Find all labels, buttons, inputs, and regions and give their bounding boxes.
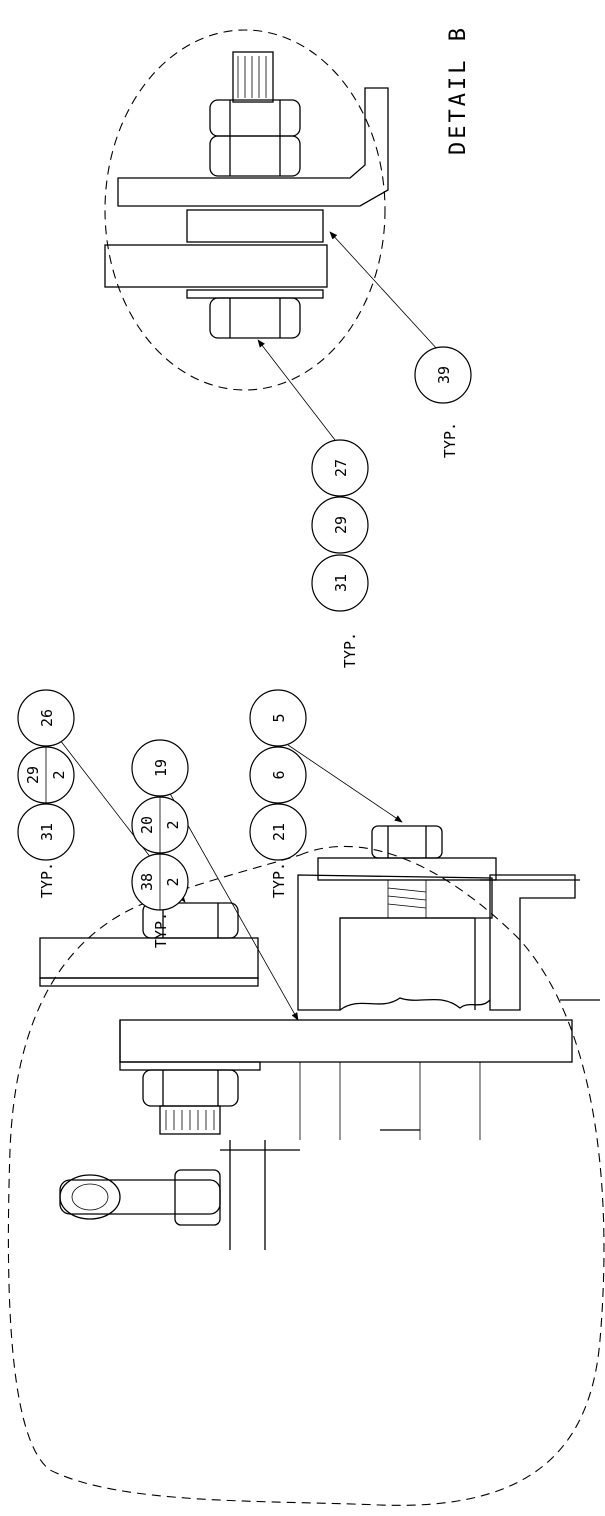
callout-29: 29 (311, 496, 369, 554)
nut-5-assembly (317, 825, 497, 918)
callout-21: 21 (249, 803, 307, 861)
callout-29b-text: 29 (24, 766, 42, 784)
callout-20-qty-text: 2 (164, 820, 182, 829)
vertical-bar (104, 244, 328, 288)
typ-label-19: TYP. (152, 912, 170, 948)
callout-38-qty-text: 2 (164, 877, 182, 886)
callout-21-text: 21 (270, 823, 288, 841)
detail-b-boundary (104, 29, 386, 391)
detail-title: DETAIL B (446, 25, 471, 155)
leader-19 (167, 789, 299, 1021)
housing (297, 874, 576, 1011)
typ-label-26: TYP. (38, 862, 56, 898)
leader-27 (257, 339, 336, 441)
washer-29 (186, 289, 324, 299)
washer-29-b (39, 977, 259, 987)
callout-6: 6 (249, 746, 307, 804)
callout-31: 31 (311, 554, 369, 612)
callout-5: 5 (249, 689, 307, 747)
callout-20-qty: 20 2 (131, 796, 189, 854)
callout-38-text: 38 (138, 873, 156, 891)
callout-29b-qty: 2 (50, 770, 68, 779)
callout-38-qty: 38 2 (131, 853, 189, 911)
callout-29-qty: 29 2 (17, 746, 75, 804)
callout-26: 26 (17, 689, 75, 747)
callout-20-text: 20 (138, 816, 156, 834)
main-view-boundary (7, 845, 605, 1506)
bolt-head-31 (119, 1061, 261, 1135)
hatched-plate (117, 87, 389, 207)
typ-label-39: TYP. (441, 422, 459, 458)
typ-label-27: TYP. (341, 632, 359, 668)
callout-39: 39 (414, 346, 472, 404)
leader-39 (329, 231, 439, 351)
callout-31b: 31 (17, 803, 75, 861)
rod-end (59, 1062, 481, 1250)
callout-27: 27 (311, 439, 369, 497)
bolt-thread-top (232, 51, 274, 103)
callout-6-text: 6 (270, 770, 288, 779)
typ-label-5: TYP. (270, 862, 288, 898)
callout-5-text: 5 (270, 713, 288, 722)
callout-19-text: 19 (152, 759, 170, 777)
callout-26-text: 26 (38, 709, 56, 727)
callout-31b-text: 31 (38, 823, 56, 841)
callout-31-text: 31 (332, 574, 350, 592)
callout-27-text: 27 (332, 459, 350, 477)
spacer-block (39, 937, 259, 979)
main-bar (119, 1019, 573, 1063)
main-view: 26 29 2 31 TYP. 19 20 2 38 2 (7, 689, 605, 1506)
callout-39-text: 39 (435, 366, 453, 384)
callout-19: 19 (131, 739, 189, 797)
callout-29-text: 29 (332, 516, 350, 534)
detail-b-view: 27 29 31 TYP. 39 TYP. DETAIL B (104, 25, 472, 668)
washer-39 (186, 209, 324, 243)
bolt-head-27 (209, 297, 301, 339)
hex-nuts-top (209, 99, 301, 177)
leader-5 (287, 744, 403, 823)
